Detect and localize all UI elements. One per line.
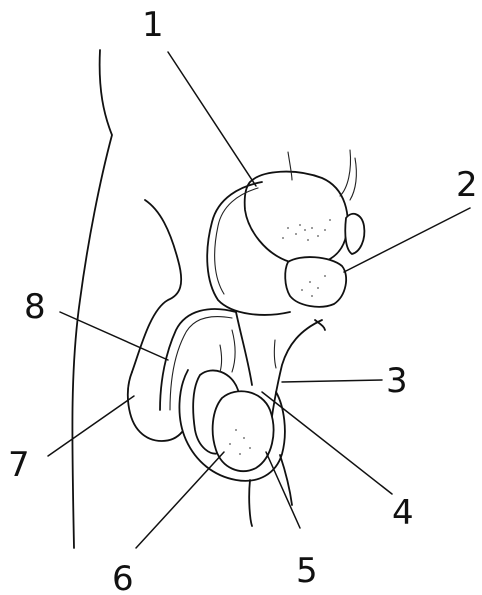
seminal-vesicle xyxy=(345,214,364,254)
labels: 1 2 3 4 5 6 7 8 xyxy=(8,5,478,595)
testis xyxy=(213,391,274,471)
prostate-gland xyxy=(285,257,346,307)
label-4: 4 xyxy=(392,493,414,533)
leader-lines xyxy=(48,52,470,548)
urinary-bladder xyxy=(245,150,357,265)
label-1: 1 xyxy=(142,5,164,45)
leader-6 xyxy=(136,452,224,548)
leader-3 xyxy=(282,380,382,382)
leader-4 xyxy=(262,392,392,494)
body-outline xyxy=(72,50,292,548)
leader-7 xyxy=(48,396,134,456)
label-8: 8 xyxy=(24,287,46,327)
leader-1 xyxy=(168,52,256,186)
label-7: 7 xyxy=(8,445,30,485)
label-3: 3 xyxy=(386,361,408,401)
label-2: 2 xyxy=(456,165,478,205)
label-5: 5 xyxy=(296,551,318,591)
label-6: 6 xyxy=(112,559,134,595)
